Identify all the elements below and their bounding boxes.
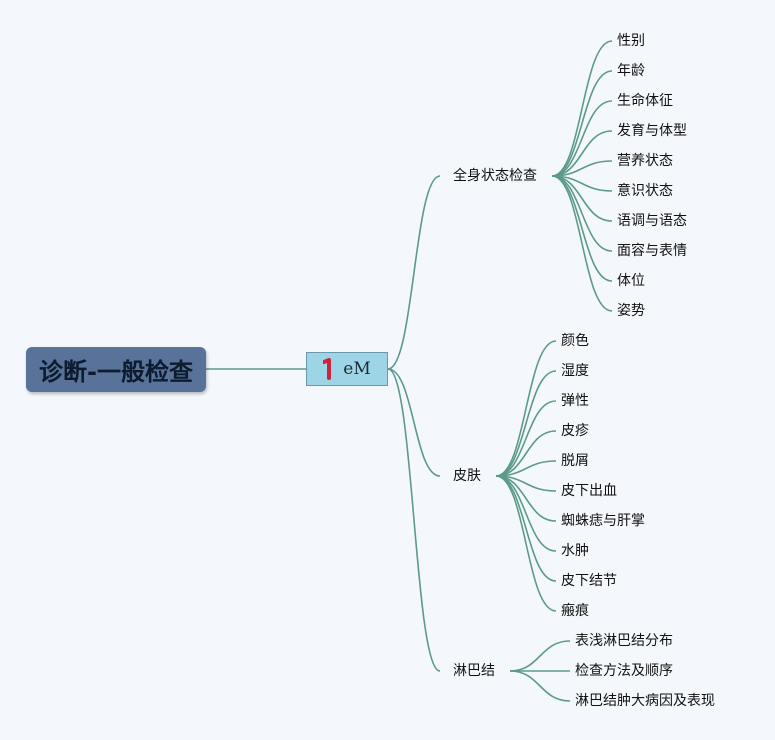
leaf-connector — [551, 175, 613, 282]
leaf-item[interactable]: 淋巴结肿大病因及表现 — [575, 693, 715, 709]
leaf-connector — [551, 130, 613, 177]
leaf-item[interactable]: 意识状态 — [617, 183, 673, 199]
leaf-item[interactable]: 表浅淋巴结分布 — [575, 633, 673, 649]
leaf-item[interactable]: 姿势 — [617, 303, 645, 319]
leaf-item[interactable]: 皮下出血 — [561, 483, 617, 499]
leaf-item[interactable]: 性别 — [617, 33, 645, 49]
branch-label-skin[interactable]: 皮肤 — [453, 468, 481, 484]
branch-connector — [387, 175, 441, 370]
leaf-connector — [551, 40, 613, 177]
root-label: 诊断-一般检查 — [39, 358, 193, 386]
leaf-connector — [551, 175, 613, 252]
leaf-item[interactable]: 体位 — [617, 273, 645, 289]
leaf-item[interactable]: 生命体征 — [617, 93, 673, 109]
leaf-connector — [495, 475, 557, 582]
leaf-item[interactable]: 瘢痕 — [561, 603, 589, 619]
leaf-item[interactable]: 发育与体型 — [617, 123, 687, 139]
leaf-connector — [495, 370, 557, 477]
leaf-connector — [551, 100, 613, 177]
leaf-item[interactable]: 湿度 — [561, 363, 589, 379]
leaf-connector — [495, 400, 557, 477]
root-node[interactable]: 诊断-一般检查 — [26, 347, 206, 392]
leaf-connector — [551, 175, 613, 312]
leaf-item[interactable]: 皮下结节 — [561, 573, 617, 589]
branch-connector — [387, 368, 441, 672]
leaf-item[interactable]: 营养状态 — [617, 153, 673, 169]
leaf-connector — [509, 670, 571, 702]
leaf-item[interactable]: 检查方法及顺序 — [575, 663, 673, 679]
leaf-item[interactable]: 语调与语态 — [617, 213, 687, 229]
leaf-item[interactable]: 皮疹 — [561, 423, 589, 439]
red-hook-icon — [323, 358, 332, 380]
leaf-connector — [495, 475, 557, 612]
branch-label-lymph-nodes[interactable]: 淋巴结 — [453, 663, 495, 679]
leaf-item[interactable]: 脱屑 — [561, 453, 589, 469]
branch-label-general-status[interactable]: 全身状态检查 — [453, 168, 537, 184]
center-label: eM — [343, 359, 371, 379]
branch-connector — [387, 368, 441, 477]
leaf-connector — [509, 640, 571, 672]
leaf-connector — [495, 475, 557, 552]
leaf-item[interactable]: 蜘蛛痣与肝掌 — [561, 513, 645, 529]
leaf-item[interactable]: 弹性 — [561, 393, 589, 409]
leaf-connector — [495, 340, 557, 477]
leaf-item[interactable]: 水肿 — [561, 543, 589, 559]
leaf-item[interactable]: 颜色 — [561, 333, 589, 349]
leaf-item[interactable]: 面容与表情 — [617, 243, 687, 259]
leaf-connector — [551, 70, 613, 177]
leaf-connector — [495, 430, 557, 477]
center-node[interactable]: eM — [306, 352, 388, 386]
leaf-item[interactable]: 年龄 — [617, 63, 645, 79]
